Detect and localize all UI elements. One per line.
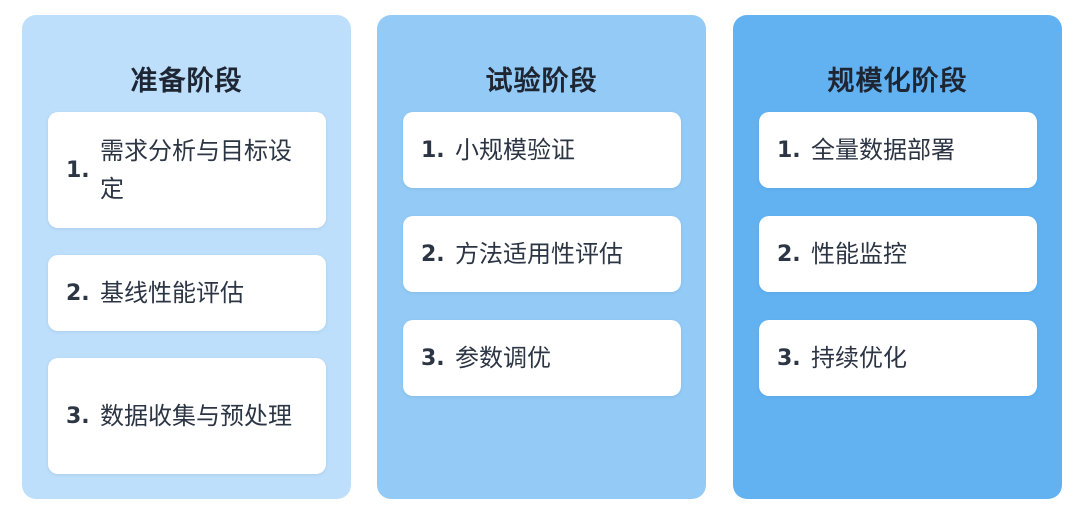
item-number: 3.: [66, 403, 90, 429]
item-label: 数据收集与预处理: [100, 402, 292, 430]
stage-item: 2. 方法适用性评估: [403, 216, 681, 292]
item-number: 2.: [421, 241, 445, 267]
item-label: 方法适用性评估: [455, 240, 623, 268]
stage-title: 准备阶段: [130, 66, 243, 97]
stage-item: 3. 持续优化: [759, 320, 1037, 396]
stage-item: 1. 小规模验证: [403, 112, 681, 188]
item-number: 1.: [66, 157, 90, 183]
stage-item: 1. 全量数据部署: [759, 112, 1037, 188]
stage-title: 试验阶段: [485, 66, 598, 97]
stage-column-trial: 试验阶段 1. 小规模验证 2. 方法适用性评估 3. 参数调优: [377, 15, 706, 499]
stage-item: 2. 基线性能评估: [48, 255, 326, 331]
stage-item: 3. 参数调优: [403, 320, 681, 396]
item-label: 需求分析与目标设定: [100, 137, 292, 203]
item-label: 基线性能评估: [100, 279, 244, 307]
item-number: 3.: [421, 345, 445, 371]
item-number: 2.: [777, 241, 801, 267]
item-label: 持续优化: [811, 344, 907, 372]
item-number: 2.: [66, 280, 90, 306]
item-number: 3.: [777, 345, 801, 371]
stage-item: 1. 需求分析与目标设定: [48, 112, 326, 228]
item-label: 参数调优: [455, 344, 551, 372]
stage-item: 2. 性能监控: [759, 216, 1037, 292]
item-number: 1.: [421, 137, 445, 163]
item-label: 性能监控: [811, 240, 907, 268]
item-label: 全量数据部署: [811, 136, 955, 164]
stage-title: 规模化阶段: [827, 66, 968, 97]
item-number: 1.: [777, 137, 801, 163]
item-label: 小规模验证: [455, 136, 575, 164]
stage-item: 3. 数据收集与预处理: [48, 358, 326, 474]
stage-column-preparation: 准备阶段 1. 需求分析与目标设定 2. 基线性能评估 3. 数据收集与预处理: [22, 15, 351, 499]
stage-column-scale-up: 规模化阶段 1. 全量数据部署 2. 性能监控 3. 持续优化: [733, 15, 1062, 499]
